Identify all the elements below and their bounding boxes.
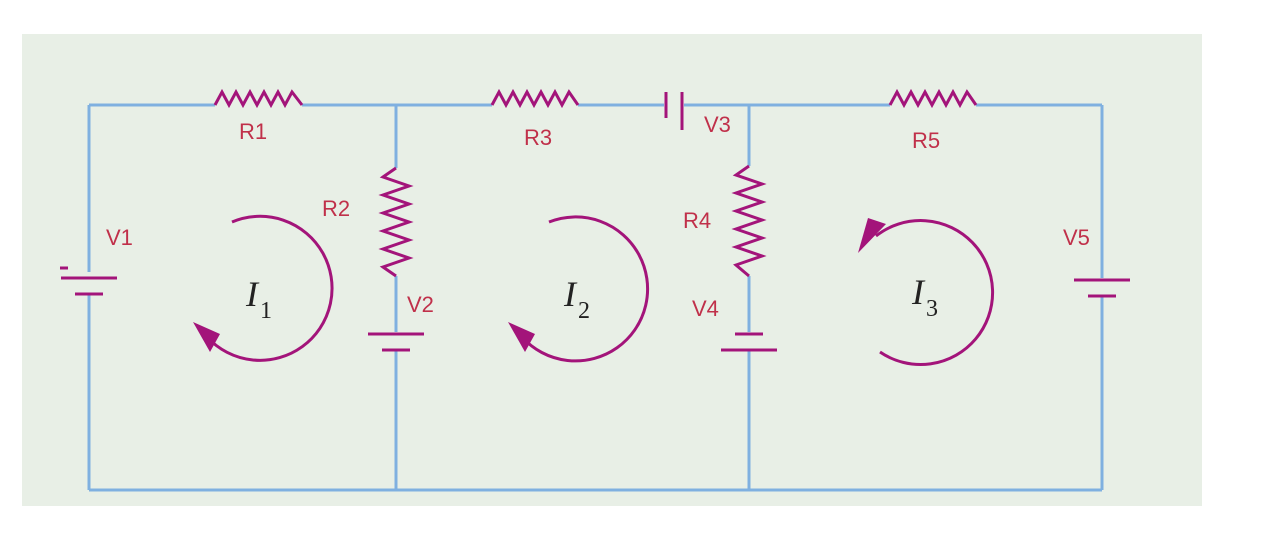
current-i2-subscript: 2 [578,298,590,324]
loop-arrow-i1-icon [193,214,334,362]
diagram-panel [22,34,1202,506]
label-r2: R2 [322,196,350,221]
current-i3-symbol: I [911,272,926,312]
label-v3: V3 [704,112,731,137]
label-r3: R3 [524,125,552,150]
label-r1: R1 [239,119,267,144]
resistor-r2-icon [378,166,414,278]
resistor-r3-icon [490,88,580,109]
battery-v5-icon [1074,278,1130,298]
resistor-r5-icon [888,88,978,109]
loop-arrow-i2-icon [508,215,650,363]
label-v2: V2 [407,292,434,317]
capacitor-v3-icon [664,92,684,130]
current-i1-symbol: I [245,274,260,314]
wires [87,103,1104,492]
resistor-r4-icon [731,164,767,278]
current-i1-subscript: 1 [260,298,272,324]
battery-v2-icon [368,332,424,352]
label-v4: V4 [692,296,719,321]
current-i3-subscript: 3 [926,296,938,322]
label-v5: V5 [1063,225,1090,250]
battery-v1-icon [60,266,117,296]
label-r4: R4 [683,208,711,233]
label-v1: V1 [106,225,133,250]
label-r5: R5 [912,128,940,153]
current-i2-symbol: I [563,274,578,314]
battery-v4-icon [721,332,777,352]
resistor-r1-icon [213,88,304,109]
loop-arrow-i3-icon [858,218,995,367]
